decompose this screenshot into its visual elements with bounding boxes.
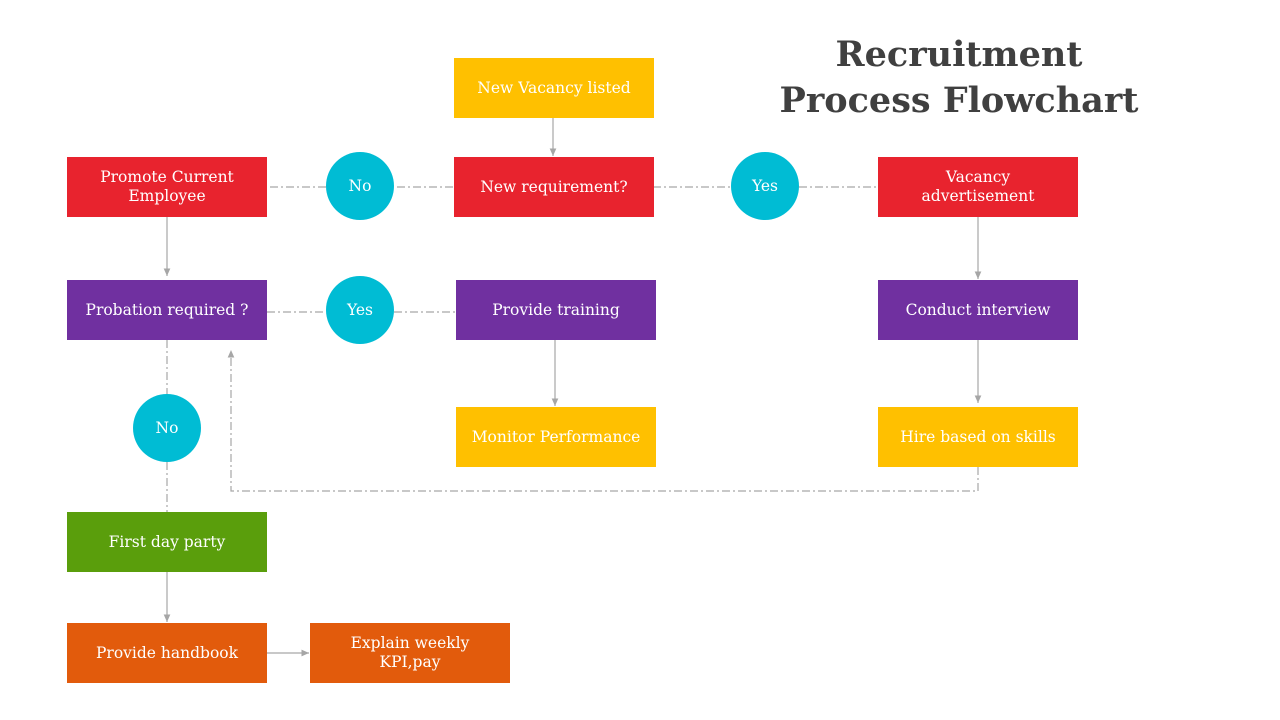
decision-no-probation: No — [133, 394, 201, 462]
title-line-1: Recruitment — [835, 34, 1083, 75]
node-new-vacancy: New Vacancy listed — [454, 58, 654, 118]
node-new-requirement: New requirement? — [454, 157, 654, 217]
node-hire-skills: Hire based on skills — [878, 407, 1078, 467]
node-vacancy-advertisement: Vacancy advertisement — [878, 157, 1078, 217]
decision-no-requirement: No — [326, 152, 394, 220]
node-provide-training: Provide training — [456, 280, 656, 340]
node-first-day-party: First day party — [67, 512, 267, 572]
decision-yes-probation: Yes — [326, 276, 394, 344]
title-line-2: Process Flowchart — [779, 80, 1139, 121]
decision-yes-requirement: Yes — [731, 152, 799, 220]
node-provide-handbook: Provide handbook — [67, 623, 267, 683]
node-probation-required: Probation required ? — [67, 280, 267, 340]
node-conduct-interview: Conduct interview — [878, 280, 1078, 340]
node-promote-employee: Promote Current Employee — [67, 157, 267, 217]
arrow-hire-to-probation — [227, 350, 979, 492]
node-monitor-performance: Monitor Performance — [456, 407, 656, 467]
node-explain-kpi: Explain weekly KPI,pay — [310, 623, 510, 683]
page-title: Recruitment Process Flowchart — [770, 32, 1148, 124]
